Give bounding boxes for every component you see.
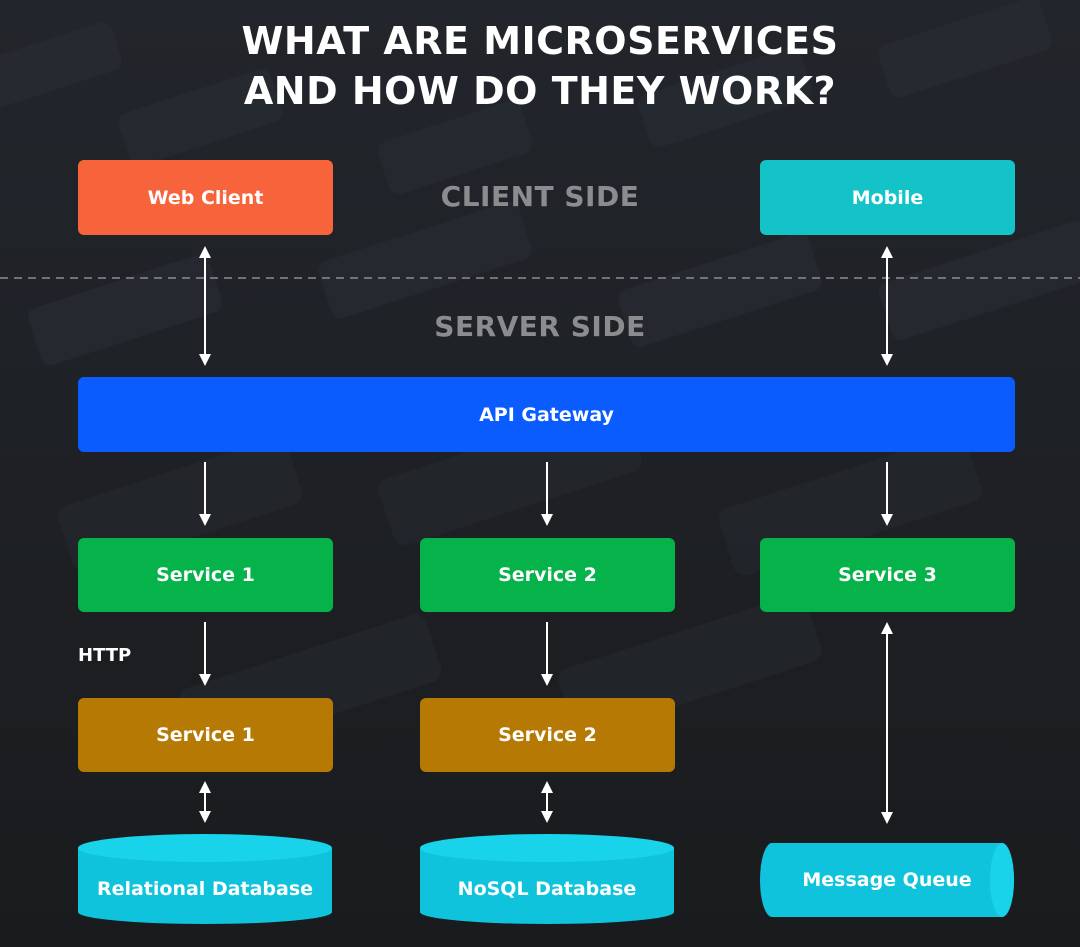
service-2-box: Service 2 xyxy=(420,538,675,612)
http-note: HTTP xyxy=(78,645,132,666)
service-3-label: Service 3 xyxy=(838,564,937,586)
page-title: WHAT ARE MICROSERVICES AND HOW DO THEY W… xyxy=(0,16,1080,116)
message-queue-label: Message Queue xyxy=(802,869,972,891)
web-client-label: Web Client xyxy=(147,186,264,209)
backend-service-1-label: Service 1 xyxy=(156,724,255,746)
service-2-label: Service 2 xyxy=(498,564,597,586)
title-line-1: WHAT ARE MICROSERVICES xyxy=(241,19,839,63)
mobile-box: Mobile xyxy=(760,160,1015,235)
title-line-2: AND HOW DO THEY WORK? xyxy=(243,69,837,113)
api-gateway-label: API Gateway xyxy=(479,403,614,426)
backend-service-2-label: Service 2 xyxy=(498,724,597,746)
service-1-box: Service 1 xyxy=(78,538,333,612)
client-side-label: CLIENT SIDE xyxy=(440,180,640,213)
api-gateway-box: API Gateway xyxy=(78,377,1015,452)
backend-service-2-box: Service 2 xyxy=(420,698,675,772)
service-3-box: Service 3 xyxy=(760,538,1015,612)
relational-database-label: Relational Database xyxy=(96,878,314,900)
backend-service-1-box: Service 1 xyxy=(78,698,333,772)
server-side-label: SERVER SIDE xyxy=(434,310,646,343)
nosql-database-label: NoSQL Database xyxy=(457,878,637,900)
mobile-label: Mobile xyxy=(851,186,924,209)
web-client-box: Web Client xyxy=(78,160,333,235)
service-1-label: Service 1 xyxy=(156,564,255,586)
